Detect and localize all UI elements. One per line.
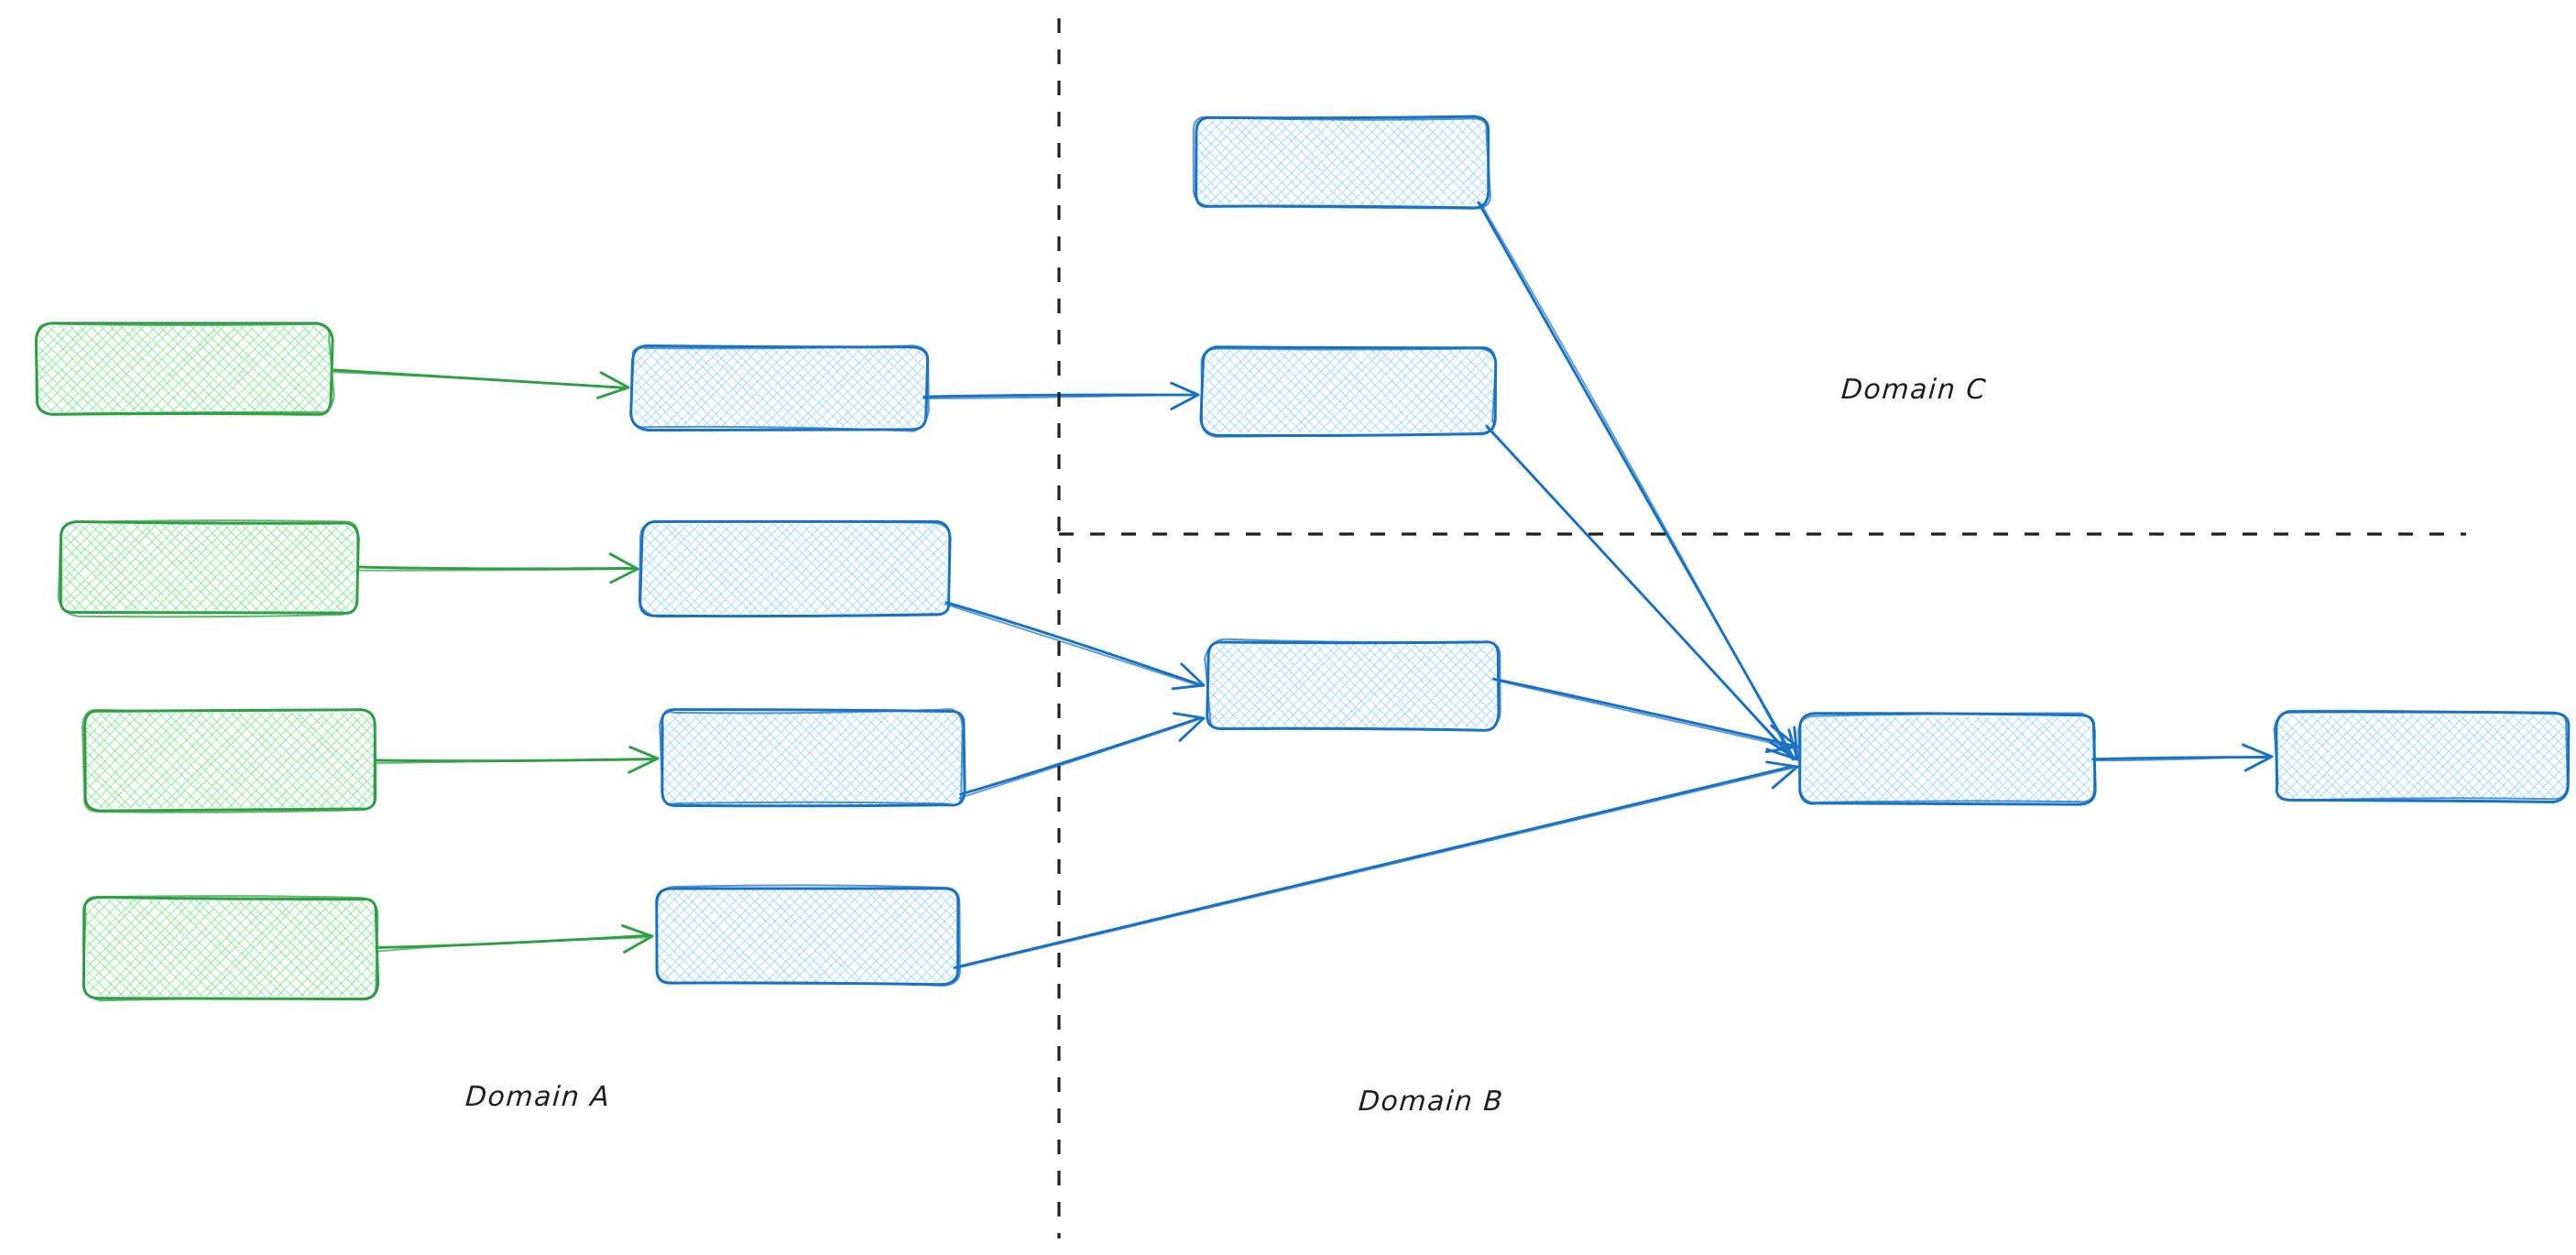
edge-a2-b2 <box>355 552 639 584</box>
edge-b3-c3 <box>958 712 1206 800</box>
node-box-d1[interactable] <box>1801 715 2094 804</box>
node-c3[interactable] <box>1119 638 1672 732</box>
edge-d1-e1 <box>2091 743 2274 772</box>
edge-c1-d1 <box>1477 201 1799 761</box>
node-b3[interactable] <box>566 708 1144 808</box>
label-domain-a: Domain A <box>464 1081 612 1113</box>
node-box-a1[interactable] <box>37 324 332 414</box>
edge-a4-b4 <box>375 924 654 954</box>
node-box-c3[interactable] <box>1207 641 1499 729</box>
node-box-b4[interactable] <box>656 889 958 984</box>
edge-b2-c3 <box>944 601 1206 691</box>
edge-b1-c2 <box>922 381 1200 410</box>
node-a1[interactable] <box>0 322 510 416</box>
node-c2[interactable] <box>1116 345 1665 438</box>
node-box-b1[interactable] <box>632 346 927 429</box>
node-box-a3[interactable] <box>84 711 376 810</box>
label-domain-b: Domain B <box>1357 1086 1505 1118</box>
node-box-b3[interactable] <box>661 711 964 806</box>
edge-a1-b1 <box>330 368 630 399</box>
node-b1[interactable] <box>549 344 1086 432</box>
edge-c3-d1 <box>1492 677 1799 754</box>
node-box-c2[interactable] <box>1202 348 1495 434</box>
node-c1[interactable] <box>1106 115 1660 210</box>
node-box-a4[interactable] <box>84 898 377 999</box>
label-domain-c: Domain C <box>1839 374 1989 406</box>
node-b2[interactable] <box>547 519 1136 618</box>
node-e1[interactable] <box>2186 709 2576 803</box>
node-a4[interactable] <box>0 895 579 1002</box>
node-b4[interactable] <box>561 884 1141 987</box>
node-a3[interactable] <box>0 708 567 813</box>
node-box-c1[interactable] <box>1195 117 1489 207</box>
edge-c2-d1 <box>1485 424 1799 761</box>
node-a2[interactable] <box>0 519 535 618</box>
node-box-b2[interactable] <box>641 522 949 616</box>
edge-a3-b3 <box>374 746 660 774</box>
node-d1[interactable] <box>1712 712 2264 806</box>
node-box-a2[interactable] <box>60 522 357 614</box>
node-box-e1[interactable] <box>2276 713 2569 801</box>
edge-b4-d1 <box>953 760 1799 970</box>
